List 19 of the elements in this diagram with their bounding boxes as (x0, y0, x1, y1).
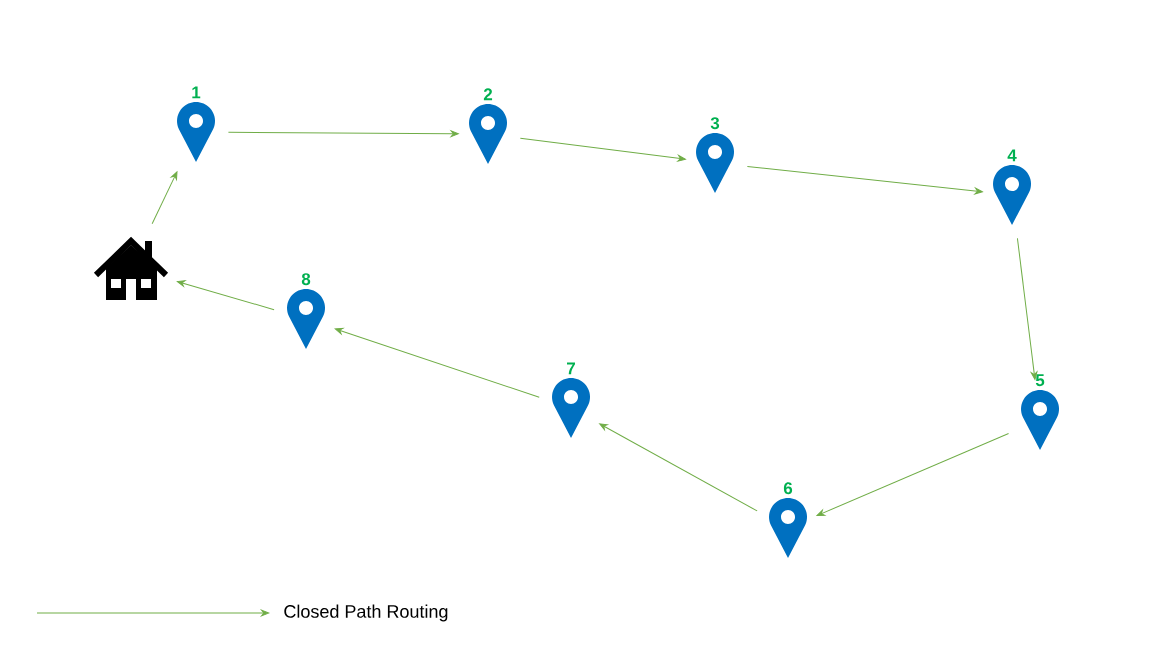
arrow (816, 432, 1010, 517)
arrow (746, 166, 983, 195)
map-pin: 7 (552, 362, 590, 438)
legend-text: Closed Path Routing (284, 604, 448, 622)
map-pin: 8 (287, 273, 325, 349)
map-pin: 3 (696, 117, 734, 193)
map-pin: 1 (177, 86, 215, 162)
arrow (176, 280, 275, 311)
arrow (227, 130, 459, 138)
arrow (1016, 237, 1038, 380)
arrow (151, 171, 178, 225)
map-pin: 4 (993, 149, 1031, 225)
arrow (599, 423, 758, 512)
map-pin: 5 (1021, 374, 1059, 450)
arrow (334, 327, 540, 398)
arrow (519, 137, 686, 162)
map-pin: 6 (769, 482, 807, 558)
map-pin: 2 (469, 88, 507, 164)
house-icon (93, 236, 169, 300)
